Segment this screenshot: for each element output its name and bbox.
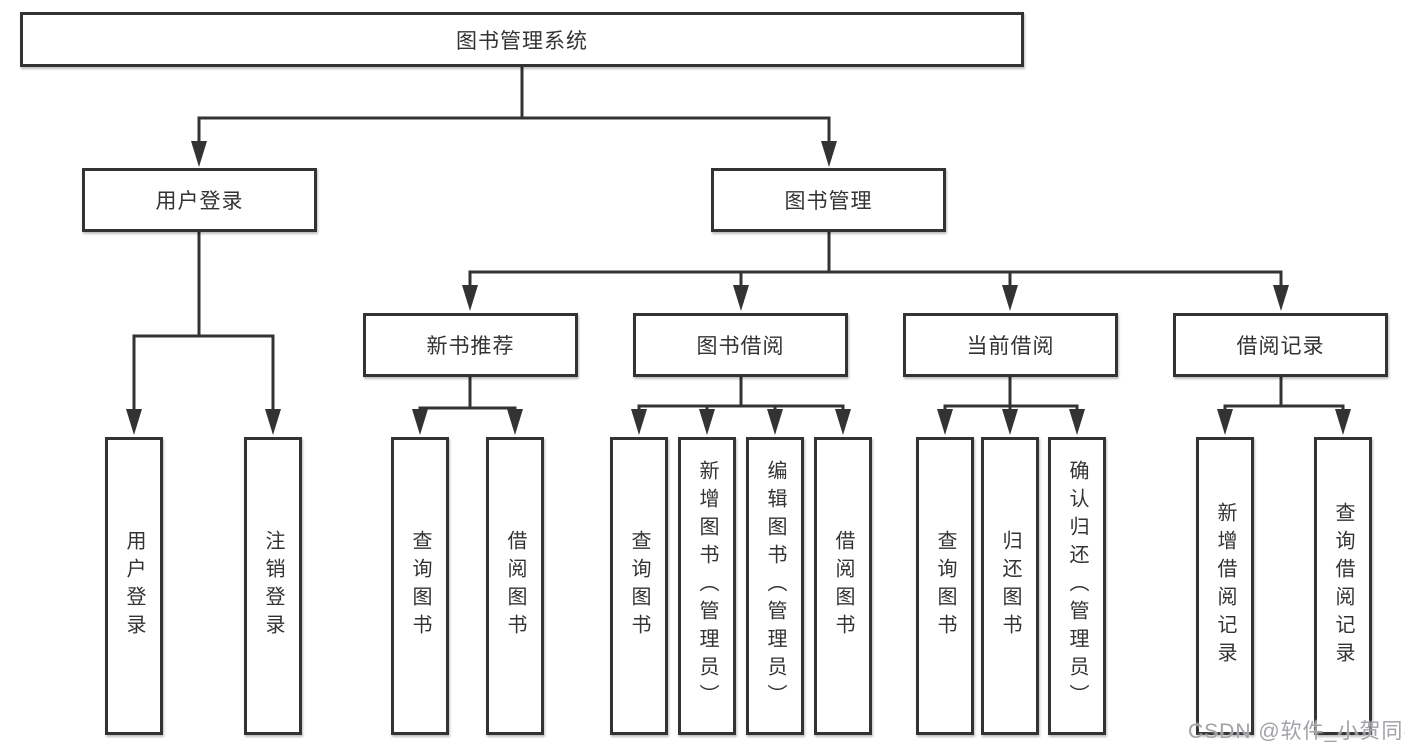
leaf-label: 查询图书 bbox=[934, 530, 956, 642]
node-book-management: 图书管理 bbox=[711, 168, 946, 232]
leaf-label: 新增图书（管理员） bbox=[696, 460, 718, 712]
leaf-logout: 注销登录 bbox=[244, 437, 302, 735]
leaf-confirm-return-admin: 确认归还（管理员） bbox=[1048, 437, 1106, 735]
watermark: CSDN @软件_小贺同学 bbox=[1188, 720, 1405, 743]
leaf-label: 注销登录 bbox=[262, 530, 284, 642]
leaf-add-borrow-record: 新增借阅记录 bbox=[1196, 437, 1254, 735]
node-current-borrowing: 当前借阅 bbox=[903, 313, 1118, 377]
leaf-label: 查询图书 bbox=[628, 530, 650, 642]
leaf-search-books-borrowing: 查询图书 bbox=[610, 437, 668, 735]
leaf-borrow-books: 借阅图书 bbox=[814, 437, 872, 735]
leaf-label: 借阅图书 bbox=[832, 530, 854, 642]
leaf-search-books-current: 查询图书 bbox=[916, 437, 974, 735]
node-book-borrowing: 图书借阅 bbox=[633, 313, 848, 377]
leaf-borrow-books-recommend: 借阅图书 bbox=[486, 437, 544, 735]
leaf-user-login: 用户登录 bbox=[105, 437, 163, 735]
node-library-management-system: 图书管理系统 bbox=[20, 12, 1024, 67]
node-borrowing-records: 借阅记录 bbox=[1173, 313, 1388, 377]
leaf-search-borrow-record: 查询借阅记录 bbox=[1314, 437, 1372, 735]
leaf-label: 确认归还（管理员） bbox=[1066, 460, 1088, 712]
leaf-label: 归还图书 bbox=[999, 530, 1021, 642]
leaf-label: 新增借阅记录 bbox=[1214, 502, 1236, 670]
leaf-edit-books-admin: 编辑图书（管理员） bbox=[746, 437, 804, 735]
leaf-label: 用户登录 bbox=[123, 530, 145, 642]
leaf-search-books-recommend: 查询图书 bbox=[391, 437, 449, 735]
leaf-label: 编辑图书（管理员） bbox=[764, 460, 786, 712]
leaf-label: 查询借阅记录 bbox=[1332, 502, 1354, 670]
leaf-label: 借阅图书 bbox=[504, 530, 526, 642]
node-user-login: 用户登录 bbox=[82, 168, 317, 232]
leaf-add-books-admin: 新增图书（管理员） bbox=[678, 437, 736, 735]
leaf-label: 查询图书 bbox=[409, 530, 431, 642]
node-new-book-recommendation: 新书推荐 bbox=[363, 313, 578, 377]
leaf-return-books: 归还图书 bbox=[981, 437, 1039, 735]
